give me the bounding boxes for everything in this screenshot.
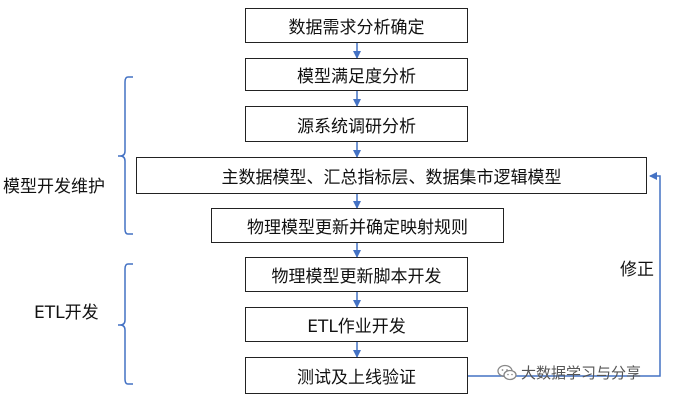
feedback-arrow xyxy=(468,175,661,377)
step-requirement-analysis: 数据需求分析确定 xyxy=(245,8,468,43)
step-etl-job-dev: ETL作业开发 xyxy=(245,307,468,342)
step-source-system-research: 源系统调研分析 xyxy=(245,106,468,142)
wechat-icon xyxy=(497,364,517,380)
group-label-modeling: 模型开发维护 xyxy=(3,177,105,197)
feedback-label: 修正 xyxy=(620,260,654,280)
watermark: 大数据学习与分享 xyxy=(497,362,641,383)
modeling-bracket xyxy=(118,76,133,235)
step-test-and-launch: 测试及上线验证 xyxy=(245,357,468,394)
step-physical-model-mapping: 物理模型更新并确定映射规则 xyxy=(211,208,504,243)
step-physical-model-script: 物理模型更新脚本开发 xyxy=(245,257,468,292)
watermark-text: 大数据学习与分享 xyxy=(521,364,642,382)
step-model-satisfaction-analysis: 模型满足度分析 xyxy=(245,58,468,91)
step-logical-model: 主数据模型、汇总指标层、数据集市逻辑模型 xyxy=(136,157,647,194)
etl-bracket xyxy=(118,263,133,385)
group-label-etl: ETL开发 xyxy=(34,303,99,323)
